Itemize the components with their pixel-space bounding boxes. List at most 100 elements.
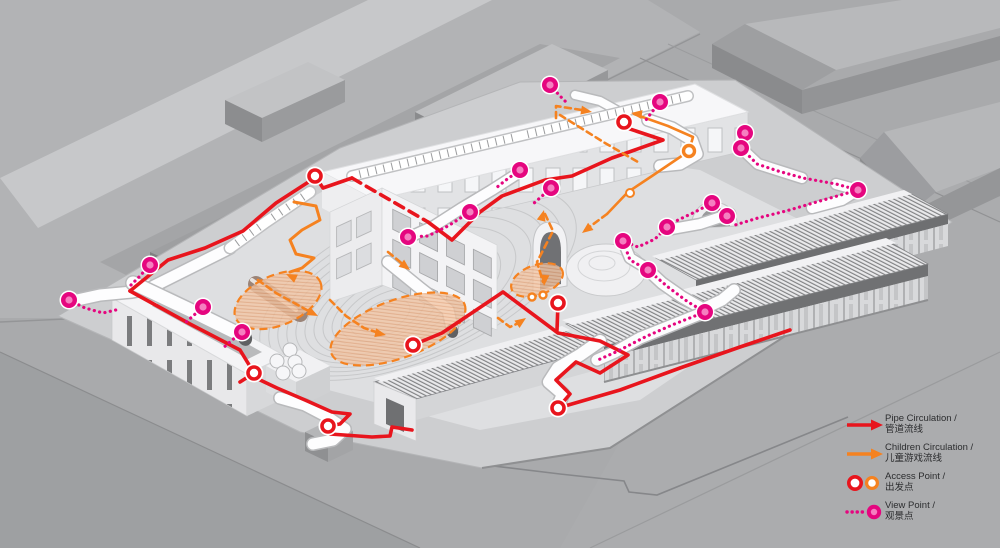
children-arrow-icon <box>306 306 318 316</box>
stair-rung <box>606 111 610 120</box>
stair-rung <box>430 152 434 161</box>
stair-rung <box>446 149 450 158</box>
view-point-inner <box>516 166 524 174</box>
pipe-tube <box>144 242 236 294</box>
stair-rung <box>526 130 530 139</box>
stair-rung <box>582 116 586 125</box>
children-circulation-dashed <box>256 278 316 316</box>
stair-rung <box>502 135 506 144</box>
play-sphere <box>275 365 291 381</box>
stair-rung <box>270 213 276 221</box>
pipe-tube <box>126 276 250 343</box>
stair-rung <box>630 105 634 114</box>
stair-rung <box>256 223 262 231</box>
stair-rung <box>678 93 682 102</box>
view-point-inner <box>701 308 709 316</box>
stair-rung <box>366 168 370 177</box>
stair-rung <box>598 112 602 121</box>
stair-rung <box>462 145 466 154</box>
pipe-circulation-path <box>411 290 630 410</box>
view-point-inner <box>708 199 716 207</box>
children-circulation-dashed <box>554 104 590 120</box>
view-point-dotted-path <box>406 210 472 239</box>
pipe-tube <box>543 335 606 412</box>
legend-item-access-point: Access Point / 出发点 <box>845 471 997 494</box>
stair-rung <box>558 122 562 131</box>
view-point-inner <box>238 328 246 336</box>
view-point-inner <box>663 223 671 231</box>
legend: Pipe Circulation / 管道流线 Children Circula… <box>845 413 997 530</box>
play-sphere <box>269 353 285 369</box>
circulation-overlay <box>59 75 868 439</box>
access-point-rings-icon <box>847 475 880 491</box>
view-point-inner <box>854 186 862 194</box>
east-warehouse-lower <box>562 238 930 383</box>
legend-label-zh: 管道流线 <box>885 423 924 435</box>
access-point-orange-small <box>538 290 548 300</box>
children-arrow-icon <box>582 222 594 233</box>
view-point-inner <box>737 144 745 152</box>
view-point-inner <box>146 261 154 269</box>
access-point-orange-small <box>527 292 537 302</box>
stair-rung <box>234 239 240 247</box>
stair-rung <box>470 143 474 152</box>
play-area-ellipse <box>329 291 467 367</box>
view-point-inner <box>644 266 652 274</box>
pipe-tube <box>571 91 622 115</box>
play-sphere <box>291 363 307 379</box>
pipe-circulation-path <box>426 120 665 242</box>
stair-rung <box>278 208 284 216</box>
access-point-red <box>616 114 632 130</box>
pipe-circulation-path <box>556 328 792 410</box>
stair-rung <box>382 164 386 173</box>
view-point-inner <box>741 129 749 137</box>
pipe-circulation-arrow-icon <box>847 419 883 431</box>
children-arrow-icon <box>580 105 592 115</box>
legend-item-pipe-circulation: Pipe Circulation / 管道流线 <box>845 413 997 436</box>
access-point-red <box>320 418 336 434</box>
children-circulation-arrow-icon <box>847 448 883 460</box>
pipe-circulation-dashed <box>350 176 430 224</box>
view-point-dotted-icon <box>845 504 882 520</box>
pipe-circulation-path <box>128 179 312 293</box>
view-point-inner <box>656 98 664 106</box>
mini-node-marker <box>625 188 635 198</box>
legend-item-children-circulation: Children Circulation / 儿童游戏流线 <box>845 442 997 465</box>
stair-rung <box>614 109 618 118</box>
view-point-inner <box>619 237 627 245</box>
children-arrow-icon <box>540 274 550 286</box>
children-arrow-icon <box>374 328 386 338</box>
pipe-circulation-path <box>252 371 414 439</box>
play-area-ellipse <box>233 269 323 331</box>
legend-label-zh: 儿童游戏流线 <box>885 452 943 464</box>
stair-rung <box>486 139 490 148</box>
stair-rung <box>285 203 291 211</box>
children-arrow-icon <box>514 318 526 328</box>
legend-label-en: Pipe Circulation / <box>885 413 957 424</box>
legend-label-en: Children Circulation / <box>885 442 974 453</box>
pipe-circulation-path <box>128 289 256 375</box>
spiral-slide-path <box>288 200 322 274</box>
stair-rung <box>241 234 248 242</box>
stair-rung <box>374 166 378 175</box>
access-point-orange <box>681 143 697 159</box>
view-point-inner <box>466 208 474 216</box>
stair-rung <box>478 141 482 150</box>
stair-rung <box>638 103 642 112</box>
children-circulation-dashed <box>535 212 555 284</box>
access-point-red <box>307 168 323 184</box>
children-arrow-icon <box>631 110 643 119</box>
view-point-inner <box>199 303 207 311</box>
children-arrow-icon <box>398 259 410 270</box>
stair-rung <box>670 95 674 104</box>
stair-rung <box>646 101 650 110</box>
view-point-dotted-path <box>596 131 860 362</box>
stair-rung <box>438 151 442 160</box>
view-point-inner <box>723 212 731 220</box>
access-point-red <box>550 295 566 311</box>
stair-rung <box>534 128 538 137</box>
view-point-inner <box>547 184 555 192</box>
children-circulation-dashed <box>328 298 384 336</box>
stair-rung <box>422 154 426 163</box>
